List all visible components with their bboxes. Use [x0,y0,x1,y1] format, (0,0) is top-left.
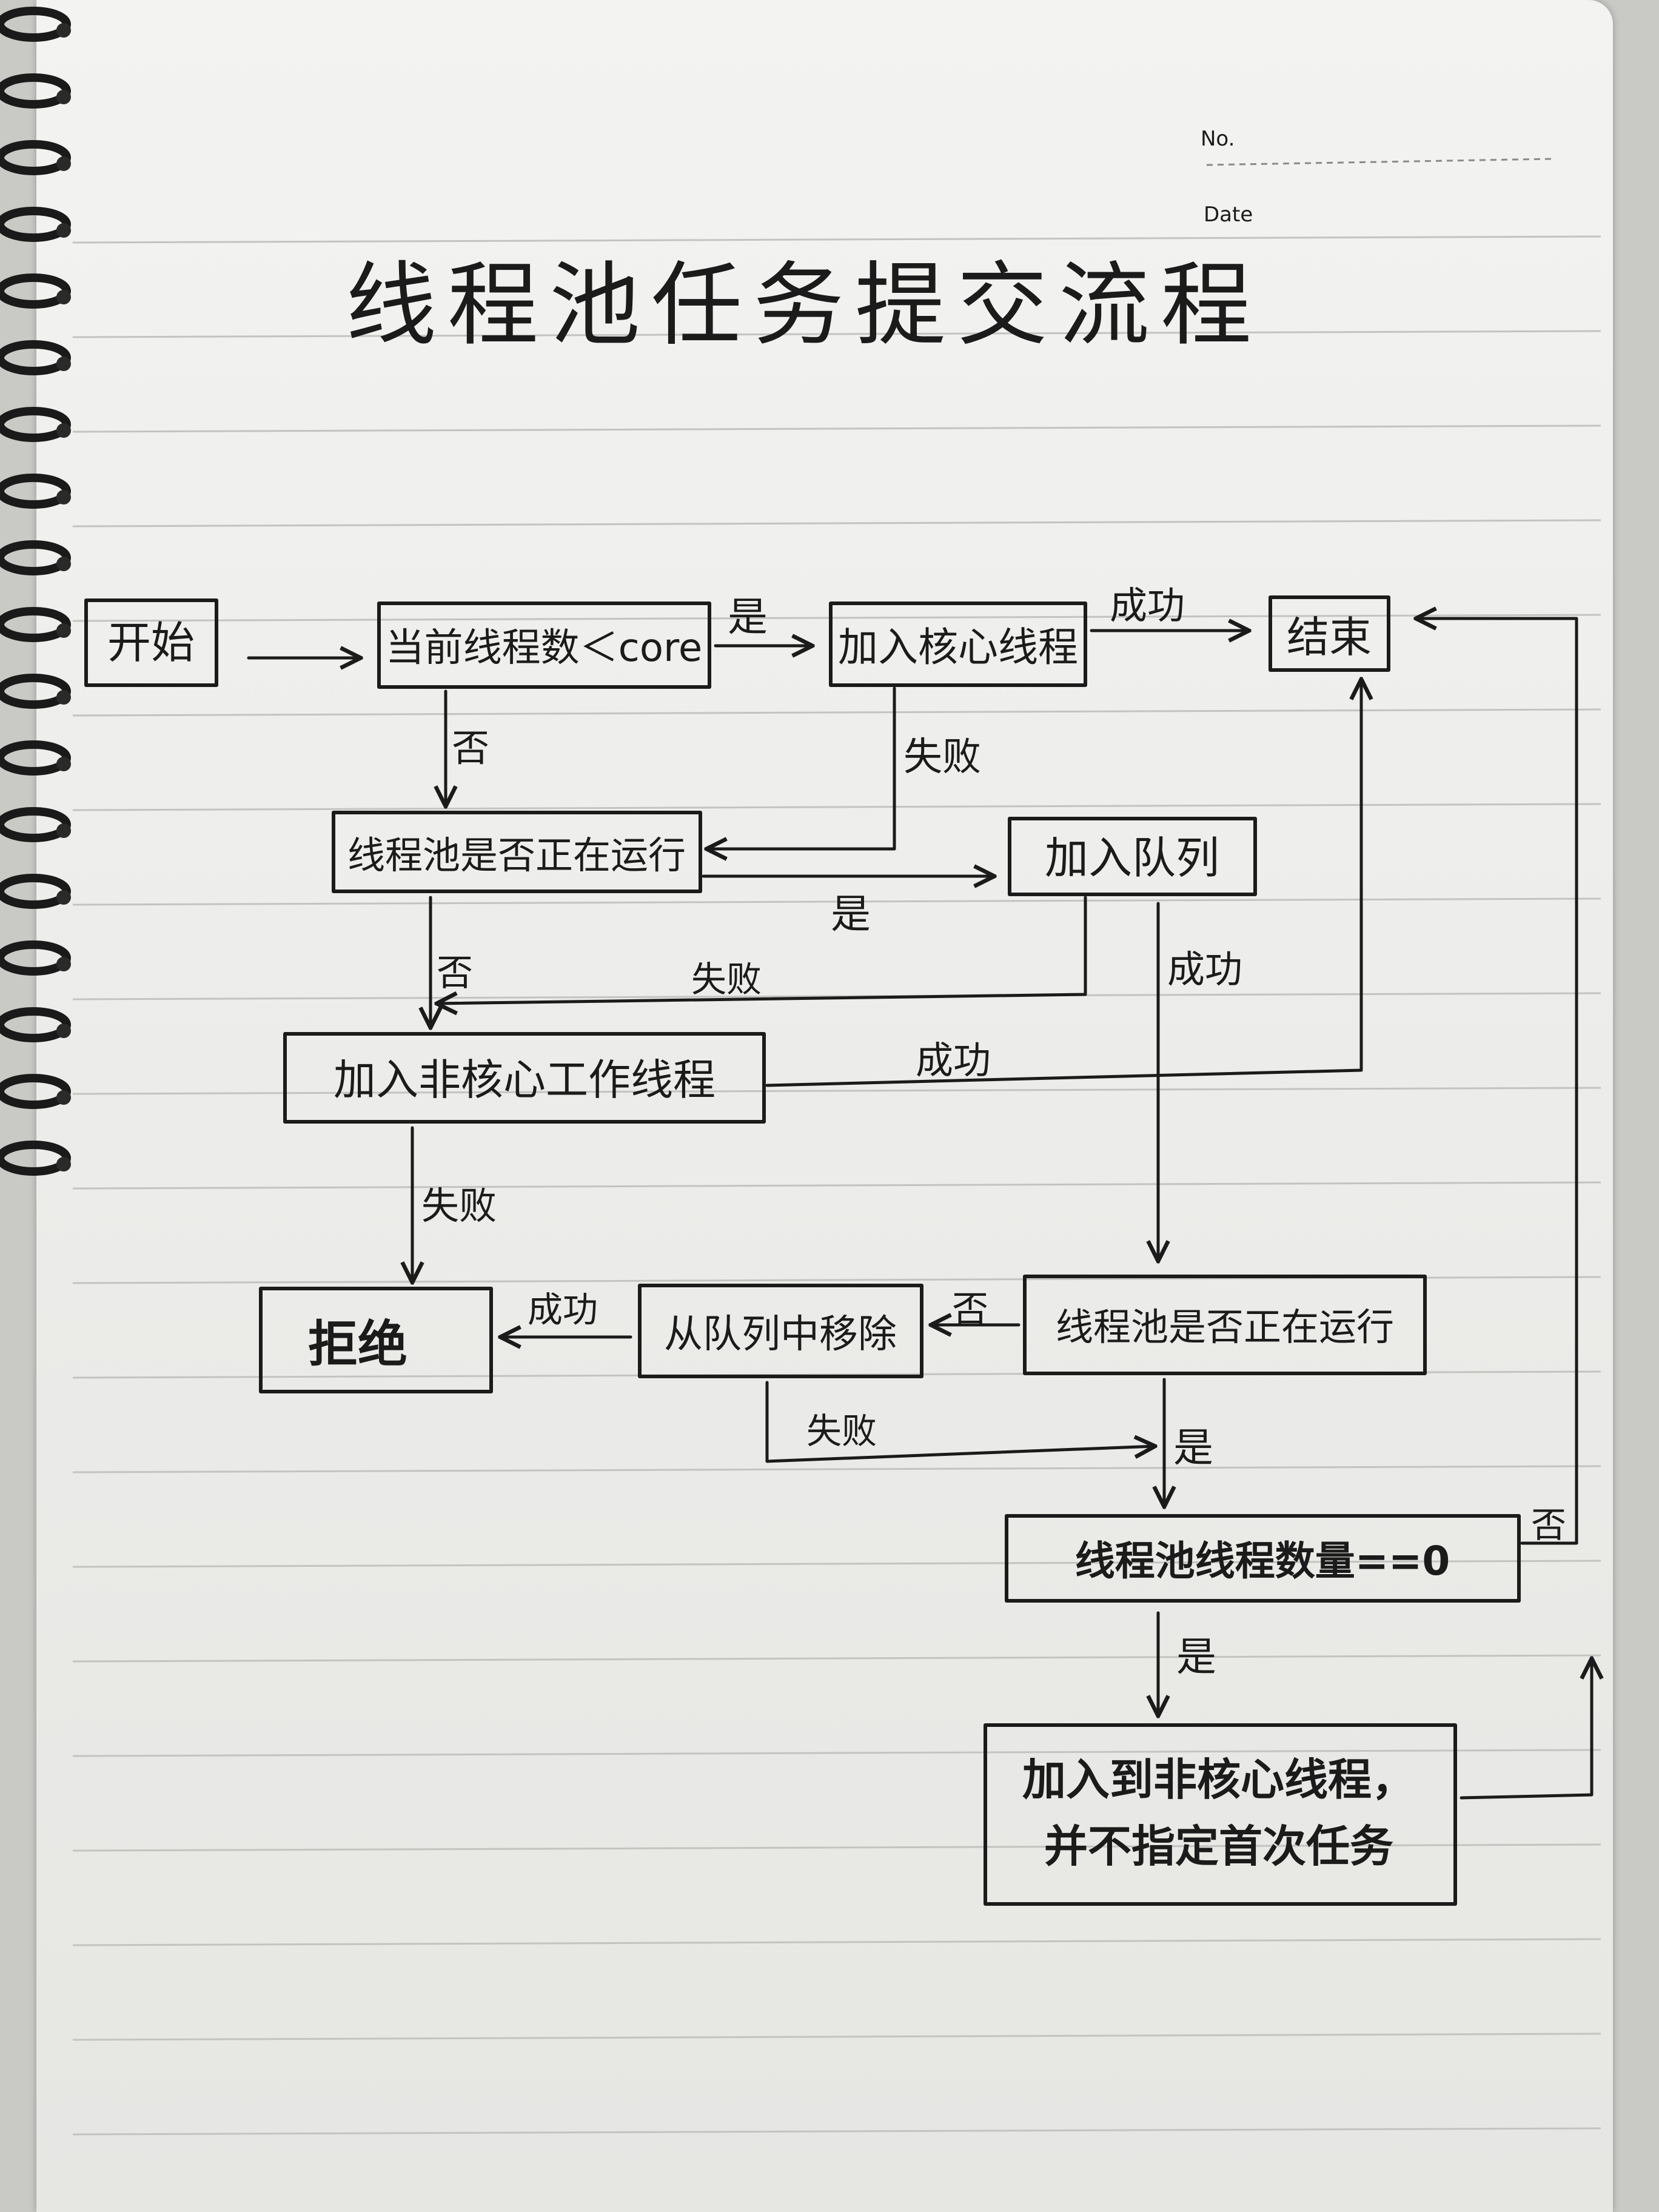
edge-noncore-success [765,679,1361,1087]
spiral-hole [56,823,71,838]
add-core-node [829,602,1087,687]
add-noncore-null-label-1: 加入到非核心线程， [1022,1754,1415,1805]
label-no-zero: 否 [1531,1504,1566,1546]
reject-label: 拒绝 [308,1316,407,1373]
edge-null-to-end [1460,1658,1592,1800]
ruled-line [72,992,1601,1000]
remove-from-queue-label: 从队列中移除 [664,1312,897,1357]
ruled-lines [72,235,1601,2136]
date-label: Date [1204,203,1253,227]
edge-zero-no [1416,618,1578,1545]
ruled-line [72,2033,1601,2041]
label-yes-core: 是 [728,594,768,640]
spiral-hole [56,490,71,504]
no-underline [1206,158,1553,166]
ruled-line [72,1749,1601,1757]
spiral-hole [56,1024,71,1038]
ruled-line [72,1654,1601,1663]
spiral-hole [56,1090,71,1105]
ruled-line [72,1938,1601,1946]
label-no-running-2: 否 [952,1289,988,1331]
label-success-noncore: 成功 [916,1038,991,1082]
add-core-label: 加入核心线程 [838,624,1078,671]
notebook-page [36,0,1613,2212]
thread-count-zero-node [1005,1514,1521,1603]
ruled-line [72,1465,1601,1473]
label-no-core: 否 [452,726,489,770]
label-yes-running-2: 是 [1173,1424,1213,1471]
ruled-line [72,330,1601,338]
pool-running-node-1 [332,811,702,893]
label-fail-core: 失败 [903,735,981,780]
ruled-line [72,2127,1601,2136]
spiral-hole [56,357,71,371]
ruled-line [72,1560,1601,1568]
add-queue-node [1008,817,1257,896]
ruled-line [72,1087,1601,1095]
ruled-line [72,519,1601,528]
thread-count-zero-label: 线程池线程数量==0 [1075,1538,1450,1584]
ruled-line [72,614,1601,622]
label-yes-zero: 是 [1176,1634,1216,1680]
add-noncore-label: 加入非核心工作线程 [333,1055,716,1105]
add-queue-label: 加入队列 [1045,833,1219,883]
spiral-hole [56,156,71,171]
label-yes-running-1: 是 [831,891,871,937]
ruled-line [72,424,1601,433]
add-noncore-node [283,1032,766,1124]
ruled-line [72,235,1601,244]
edge-queue-fail [437,896,1087,1004]
label-success-queue: 成功 [1167,947,1242,991]
label-success-core: 成功 [1110,583,1185,628]
add-noncore-null-label-2: 并不指定首次任务 [1044,1821,1393,1872]
pool-running-label-2: 线程池是否正在运行 [1056,1305,1394,1349]
reject-node [259,1287,493,1393]
label-fail-noncore: 失败 [421,1184,497,1228]
end-node-label: 结束 [1287,612,1372,662]
remove-from-queue-node [638,1284,923,1378]
spiral-hole [56,890,71,905]
spiral-hole [56,290,71,304]
end-node [1269,595,1390,672]
spiral-hole [56,957,71,971]
spiral-hole [56,1157,71,1171]
label-fail-queue: 失败 [691,959,762,1000]
spiral-hole [56,423,71,438]
edge-core-fail [706,686,896,849]
label-no-running-1: 否 [437,952,473,994]
label-success-remove: 成功 [528,1289,598,1330]
ruled-line [72,897,1601,906]
check-core-node [377,602,711,689]
spiral-hole [56,23,71,38]
spiral-hole [56,557,71,571]
ruled-line [72,1181,1601,1190]
spiral-hole [56,623,71,638]
start-node [84,598,218,687]
ruled-line [72,1843,1601,1852]
label-fail-remove: 失败 [806,1410,877,1452]
pool-running-node-2 [1023,1275,1427,1375]
no-label: No. [1201,127,1235,151]
spiral-hole [56,223,71,238]
check-core-label: 当前线程数＜core [386,626,703,671]
spiral-hole [56,690,71,705]
pool-running-label-1: 线程池是否正在运行 [347,833,686,877]
spiral-hole [56,757,71,771]
add-noncore-null-node [984,1723,1457,1906]
edge-remove-fail [765,1381,1155,1463]
ruled-line [72,803,1601,811]
ruled-line [72,708,1601,717]
spiral-hole [56,90,71,104]
page-title: 线程池任务提交流程 [346,253,1262,358]
start-node-label: 开始 [107,617,195,668]
